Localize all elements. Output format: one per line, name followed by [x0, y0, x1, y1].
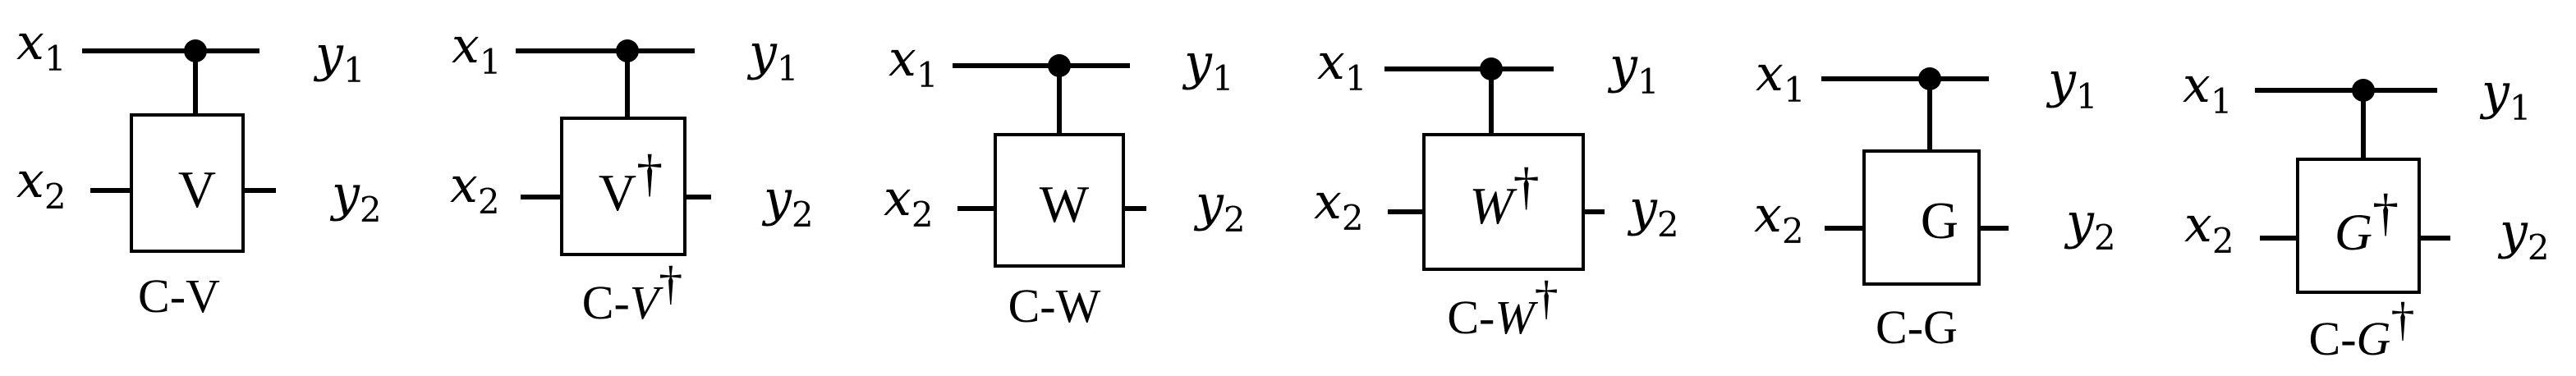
gate-caption: C-V†: [582, 256, 682, 329]
input-label-x2: x2: [2184, 196, 2234, 261]
input-label-x1: x1: [2183, 57, 2233, 122]
gate-cg-dagger: x1 x2 y1 y2 G† C-G†: [2183, 57, 2550, 365]
gate-caption: C-G: [1876, 300, 1958, 354]
gate-symbol: G: [1921, 191, 1958, 250]
gate-symbol: V: [178, 160, 216, 218]
output-label-y1: y1: [313, 25, 365, 90]
gate-caption: C-W†: [1447, 271, 1558, 344]
gate-box: [994, 133, 1125, 268]
output-label-y1: y1: [2046, 52, 2098, 117]
input-label-x1: x1: [16, 14, 67, 79]
gate-symbol: W†: [1469, 157, 1539, 235]
input-label-x1: x1: [889, 30, 939, 95]
gate-cv-dagger: x1 x2 y1 y2 V† C-V†: [450, 17, 814, 329]
output-label-y2: y2: [761, 170, 814, 235]
output-label-y1: y1: [1182, 34, 1234, 99]
output-label-y1: y1: [2479, 63, 2532, 128]
output-label-y2: y2: [329, 165, 382, 230]
gate-box: [2296, 158, 2421, 294]
input-label-x2: x2: [884, 170, 934, 235]
output-label-y1: y1: [746, 24, 799, 89]
input-label-x2: x2: [1754, 186, 1804, 251]
output-label-y2: y2: [2497, 203, 2550, 268]
output-label-y2: y2: [1627, 180, 1679, 245]
gate-symbol: G†: [2335, 183, 2399, 261]
gate-cv: x1 x2 y1 y2 V C-V: [16, 14, 382, 323]
gate-caption: C-W: [1008, 279, 1101, 332]
gate-caption: C-G†: [2309, 292, 2415, 365]
gate-symbol: V†: [599, 144, 663, 222]
gate-symbol: W: [1040, 175, 1090, 233]
gate-box: [560, 117, 686, 256]
gate-box: [1862, 149, 1981, 286]
input-label-x1: x1: [452, 17, 502, 82]
input-label-x2: x2: [16, 152, 67, 217]
input-label-x2: x2: [450, 157, 500, 222]
gate-box: [1422, 133, 1585, 271]
gate-cg: x1 x2 y1 y2 G C-G: [1754, 45, 2116, 354]
gate-caption: C-V: [138, 269, 220, 323]
gate-cw: x1 x2 y1 y2 W C-W: [884, 30, 1246, 332]
gate-box: [130, 113, 245, 253]
input-label-x1: x1: [1317, 34, 1367, 99]
input-label-x1: x1: [1756, 45, 1806, 110]
output-label-y1: y1: [1607, 37, 1660, 102]
output-label-y2: y2: [2064, 193, 2116, 258]
output-label-y2: y2: [1193, 175, 1246, 240]
gate-cw-dagger: x1 x2 y1 y2 W† C-W†: [1314, 34, 1679, 344]
input-label-x2: x2: [1314, 173, 1364, 238]
